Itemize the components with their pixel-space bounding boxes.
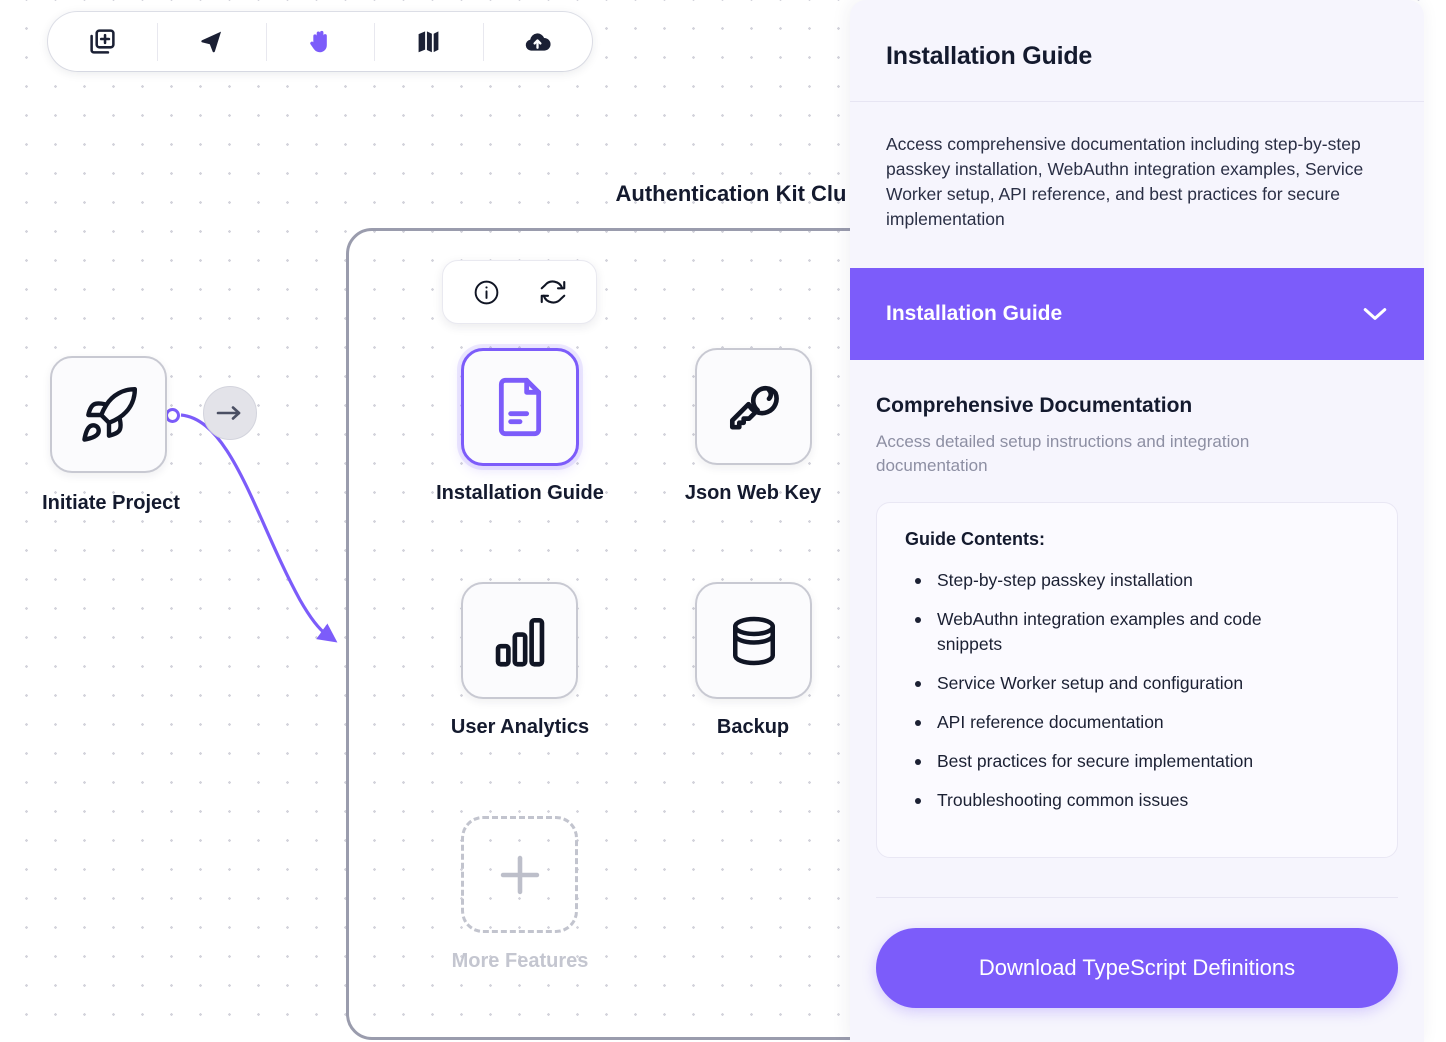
bar-chart-icon (495, 617, 544, 667)
cloud-upload-icon (525, 33, 551, 51)
node-label-initiate-project: Initiate Project (42, 492, 180, 514)
node-context-toolbar[interactable] (442, 260, 597, 324)
guide-contents-list: Step-by-step passkey installation WebAut… (905, 568, 1369, 813)
guide-contents-card: Guide Contents: Step-by-step passkey ins… (876, 502, 1398, 858)
node-info-button[interactable] (468, 274, 504, 310)
panel-footer-divider (876, 897, 1398, 898)
node-initiate-project[interactable] (50, 356, 167, 473)
edge-source-handle[interactable] (165, 408, 180, 423)
list-item: Step-by-step passkey installation (905, 568, 1325, 593)
node-backup[interactable] (695, 582, 812, 699)
refresh-icon (540, 280, 566, 304)
node-refresh-button[interactable] (535, 274, 571, 310)
section-title: Comprehensive Documentation (876, 394, 1193, 417)
toolbar-upload-button[interactable] (483, 22, 592, 61)
edge-direction-button[interactable] (203, 386, 257, 440)
list-item: WebAuthn integration examples and code s… (905, 607, 1325, 657)
list-item: Troubleshooting common issues (905, 788, 1325, 813)
info-icon (474, 280, 499, 304)
list-item: API reference documentation (905, 710, 1325, 735)
list-item: Best practices for secure implementation (905, 749, 1325, 774)
accordion-installation-guide[interactable]: Installation Guide (850, 268, 1424, 360)
panel-title: Installation Guide (886, 42, 1093, 70)
database-icon (732, 616, 775, 665)
arrow-right-icon (216, 406, 241, 420)
node-label-json-web-key: Json Web Key (684, 482, 822, 504)
map-icon (418, 31, 439, 53)
node-label-more-features: More Features (451, 950, 589, 972)
plus-icon (500, 855, 539, 894)
details-panel: Installation Guide Access comprehensive … (850, 0, 1424, 1042)
node-label-installation-guide: Installation Guide (436, 482, 604, 504)
node-installation-guide[interactable] (461, 348, 579, 466)
cursor-icon (201, 31, 221, 53)
node-label-user-analytics: User Analytics (450, 716, 590, 738)
panel-header: Installation Guide (850, 0, 1424, 102)
panel-body: Comprehensive Documentation Access detai… (850, 360, 1424, 897)
accordion-label: Installation Guide (886, 302, 1063, 325)
hand-icon (310, 30, 328, 53)
toolbar-pan-button[interactable] (265, 22, 375, 61)
document-icon (498, 377, 542, 437)
panel-header-divider (850, 101, 1424, 102)
rocket-icon (81, 386, 137, 442)
panel-footer: Download TypeScript Definitions (850, 897, 1424, 1042)
key-icon (729, 385, 779, 429)
canvas-toolbar[interactable] (48, 12, 592, 71)
chevron-down-icon (1363, 308, 1387, 320)
node-json-web-key[interactable] (695, 348, 812, 465)
add-node-icon (90, 29, 115, 54)
node-user-analytics[interactable] (461, 582, 578, 699)
guide-contents-heading: Guide Contents: (905, 529, 1045, 549)
toolbar-select-button[interactable] (156, 22, 266, 61)
node-label-backup: Backup (716, 716, 790, 738)
toolbar-minimap-button[interactable] (374, 22, 483, 61)
node-group-title: Authentication Kit Clu (615, 181, 847, 206)
list-item: Service Worker setup and configuration (905, 671, 1325, 696)
edge-initiate-to-group (180, 413, 338, 643)
node-more-features[interactable] (461, 816, 578, 933)
section-subtitle: Access detailed setup instructions and i… (876, 432, 1250, 475)
download-typescript-definitions-button[interactable]: Download TypeScript Definitions (876, 928, 1398, 1008)
toolbar-add-node-button[interactable] (48, 23, 157, 61)
panel-description: Access comprehensive documentation inclu… (886, 134, 1364, 229)
